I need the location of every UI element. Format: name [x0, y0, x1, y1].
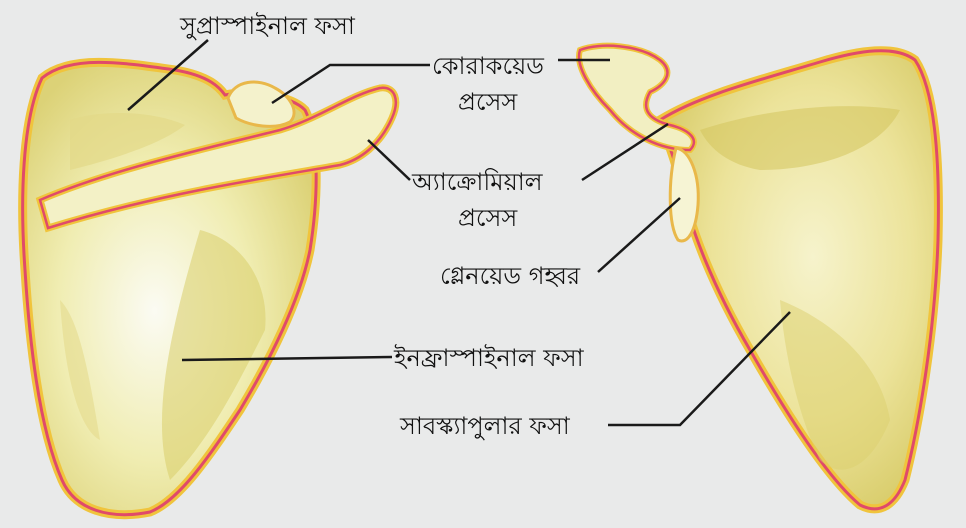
- posterior-scapula: [23, 62, 396, 514]
- label-glenoid-cavity: গ্লেনয়েড গহ্বর: [440, 262, 581, 290]
- label-coracoid-process-line1: কোরাকয়েড: [432, 52, 544, 80]
- label-subscapular-fossa: সাবস্ক্যাপুলার ফসা: [399, 412, 571, 440]
- label-infraspinous-fossa: ইনফ্রাস্পাইনাল ফসা: [393, 344, 585, 372]
- leader-acromial-right: [582, 124, 668, 180]
- leader-acromial: [368, 140, 410, 180]
- coracoid-process-left: [228, 82, 294, 126]
- leader-glenoid: [598, 198, 680, 272]
- label-coracoid-process-line2: প্রসেস: [458, 88, 518, 116]
- label-supraspinous-fossa: সুপ্রাস্পাইনাল ফসা: [179, 12, 356, 40]
- anterior-scapula: [579, 46, 938, 509]
- label-acromial-process-line2: প্রসেস: [458, 204, 518, 232]
- label-acromial-process-line1: অ্যাক্রোমিয়াল: [411, 168, 544, 196]
